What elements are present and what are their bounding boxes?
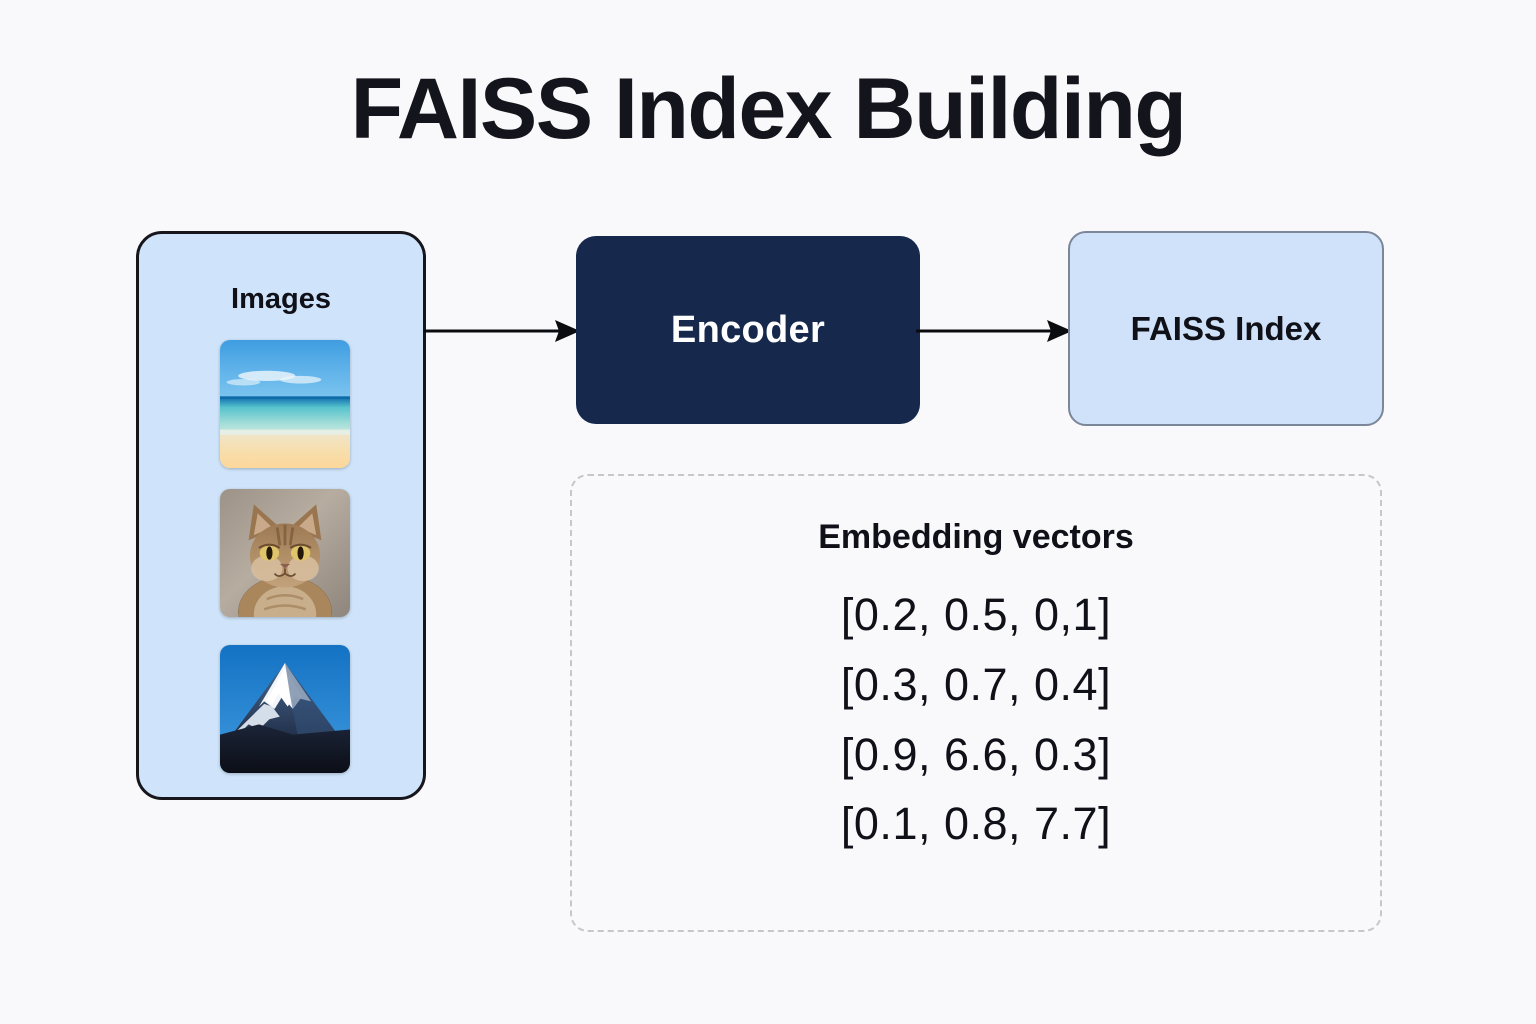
beach-image <box>220 340 350 468</box>
encoder-label: Encoder <box>670 308 826 351</box>
arrow-encoder-to-index <box>916 317 1072 345</box>
images-panel-label: Images <box>231 283 331 315</box>
encoder-box: Encoder <box>576 236 920 424</box>
cat-image <box>220 489 350 617</box>
images-panel: Images <box>136 231 426 800</box>
embedding-vectors-panel: Embedding vectors [0.2, 0.5, 0,1] [0.3, … <box>570 474 1382 932</box>
embedding-vectors-title: Embedding vectors <box>818 518 1134 556</box>
embedding-vector-row: [0.3, 0.7, 0.4] <box>840 658 1112 710</box>
embedding-vector-row: [0.2, 0.5, 0,1] <box>840 589 1112 640</box>
cat-thumbnail <box>220 489 350 617</box>
faiss-index-label: FAISS Index <box>1130 309 1322 347</box>
beach-thumbnail <box>220 340 350 468</box>
embedding-vector-row: [0.9, 6.6, 0.3] <box>840 728 1112 780</box>
mountain-thumbnail <box>220 645 350 773</box>
mountain-image <box>220 645 350 773</box>
faiss-index-box: FAISS Index <box>1068 231 1384 426</box>
page-title: FAISS Index Building <box>350 61 1187 157</box>
embedding-vectors-list: [0.2, 0.5, 0,1] [0.3, 0.7, 0.4] [0.9, 6.… <box>572 580 1380 859</box>
arrow-images-to-encoder <box>424 317 580 345</box>
embedding-vector-row: [0.1, 0.8, 7.7] <box>840 798 1112 850</box>
